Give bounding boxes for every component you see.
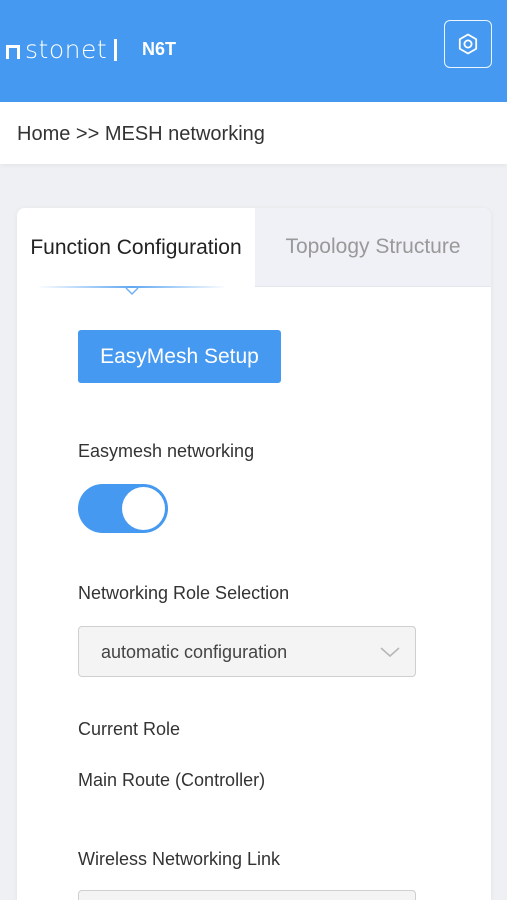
brand-name: stonet	[25, 35, 108, 64]
tab-function-configuration[interactable]: Function Configuration	[17, 208, 255, 287]
chevron-down-icon	[380, 647, 400, 658]
current-role-label: Current Role	[78, 719, 181, 739]
easymesh-networking-label: Easymesh networking	[78, 441, 255, 461]
gear-icon	[458, 33, 478, 55]
toggle-knob	[122, 487, 165, 530]
breadcrumb: Home >> MESH networking	[17, 123, 265, 145]
brand-logo-mark	[6, 45, 20, 59]
brand-divider	[114, 39, 118, 61]
breadcrumb-bar: Home >> MESH networking	[0, 102, 507, 164]
networking-role-label: Networking Role Selection	[78, 583, 290, 603]
brand-logo: stonet	[6, 35, 118, 64]
networking-role-value: automatic configuration	[101, 642, 288, 662]
wireless-networking-link-select[interactable]	[78, 890, 416, 900]
current-role-value: Main Route (Controller)	[78, 770, 266, 790]
easymesh-setup-button[interactable]: EasyMesh Setup	[78, 330, 281, 383]
tab-topology-structure[interactable]: Topology Structure	[255, 208, 491, 287]
wireless-networking-link-label: Wireless Networking Link	[78, 849, 281, 869]
device-model: N6T	[142, 39, 177, 59]
active-tab-indicator	[37, 286, 227, 288]
networking-role-select[interactable]: automatic configuration	[78, 626, 416, 677]
mesh-settings-card: Function Configuration Topology Structur…	[17, 208, 491, 900]
easymesh-networking-toggle[interactable]	[78, 484, 168, 533]
active-tab-caret-icon	[125, 287, 139, 296]
settings-button[interactable]	[444, 20, 492, 68]
tab-bar: Function Configuration Topology Structur…	[17, 208, 491, 296]
top-header: stonet N6T	[0, 0, 507, 102]
